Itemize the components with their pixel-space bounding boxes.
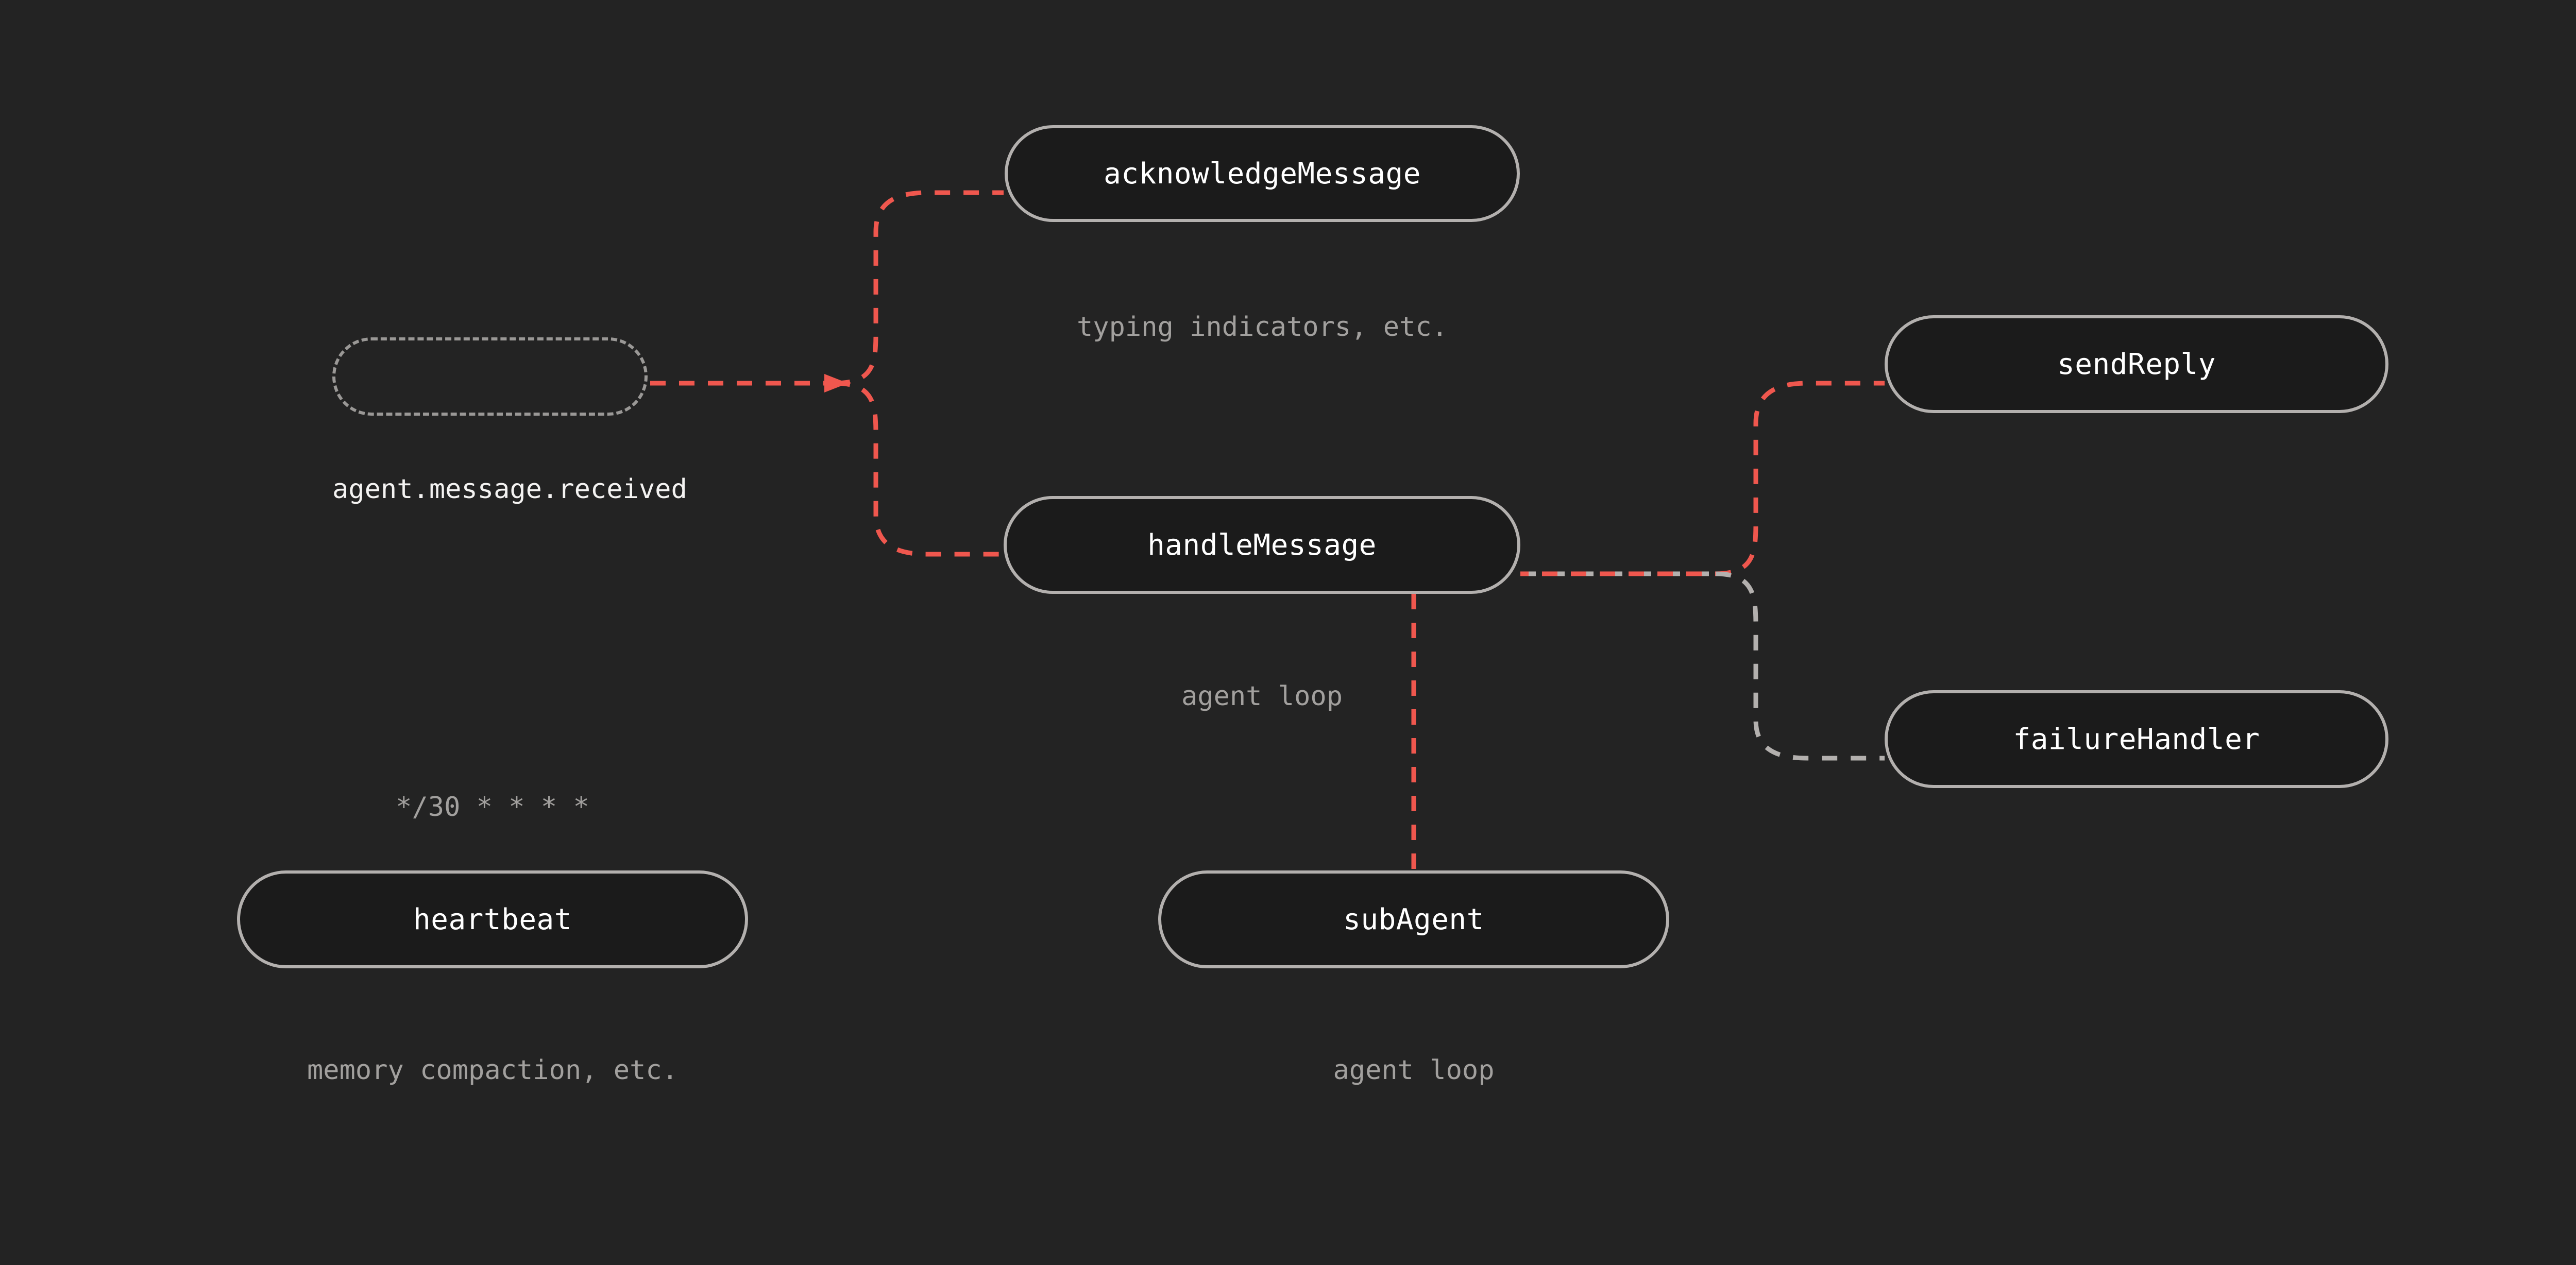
edge-trigger-to-handleMessage xyxy=(834,381,1003,557)
acknowledge-message-caption: typing indicators, etc. xyxy=(1076,312,1448,343)
node-send-reply-label: sendReply xyxy=(2057,347,2216,381)
node-failure-handler[interactable]: failureHandler xyxy=(1885,690,2388,788)
node-acknowledge-message[interactable]: acknowledgeMessage xyxy=(1005,125,1520,222)
node-acknowledge-message-label: acknowledgeMessage xyxy=(1104,157,1421,191)
node-handle-message[interactable]: handleMessage xyxy=(1004,496,1520,594)
handle-message-caption: agent loop xyxy=(1181,681,1343,712)
edge-fork-arrowhead xyxy=(824,374,848,392)
heartbeat-cron-label: */30 * * * * xyxy=(396,792,589,823)
node-sub-agent-label: subAgent xyxy=(1343,902,1484,936)
edge-handleMessage-to-failureHandler xyxy=(1715,571,1885,761)
node-heartbeat[interactable]: heartbeat xyxy=(237,870,748,968)
node-send-reply[interactable]: sendReply xyxy=(1885,315,2388,413)
heartbeat-caption: memory compaction, etc. xyxy=(307,1055,679,1086)
node-handle-message-label: handleMessage xyxy=(1147,528,1377,562)
edge-trigger-to-acknowledgeMessage xyxy=(834,190,1004,386)
sub-agent-caption: agent loop xyxy=(1333,1055,1495,1086)
node-heartbeat-label: heartbeat xyxy=(413,902,572,936)
node-sub-agent[interactable]: subAgent xyxy=(1158,870,1669,968)
edge-handleMessage-to-sendReply xyxy=(1715,381,1885,576)
node-failure-handler-label: failureHandler xyxy=(2013,722,2260,756)
node-trigger[interactable] xyxy=(332,337,648,416)
trigger-event-label: agent.message.received xyxy=(332,474,687,505)
